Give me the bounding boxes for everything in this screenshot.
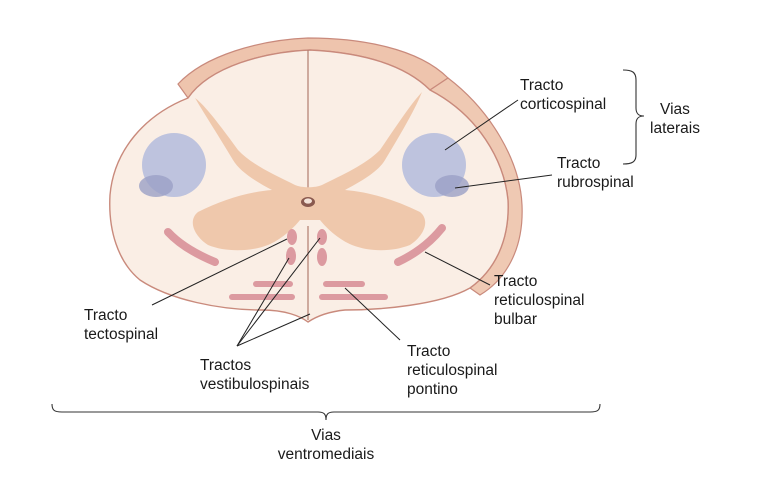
label-tectospinal: Tracto tectospinal (84, 306, 158, 344)
label-corticospinal-line2: corticospinal (520, 96, 607, 113)
leader-reticulo-bulbar (424, 251, 491, 286)
label-corticospinal: Tracto corticospinal (520, 76, 606, 114)
leader-tectospinal (151, 238, 288, 306)
reticulospinal-bulbar-tract-right (394, 224, 446, 266)
reticulospinal-bulbar-tract-left (164, 228, 219, 266)
label-reticulo-pontino-line2: reticulospinal (407, 362, 498, 379)
label-reticulo-pontino-line1: Tracto (407, 343, 451, 360)
leader-rubrospinal (454, 174, 553, 189)
brace-ventromediais (51, 403, 601, 421)
label-reticulo-bulbar-line1: Tracto (494, 273, 538, 290)
tectospinal-tract-left (287, 229, 297, 245)
label-ventromediais-line2: ventromediais (277, 446, 375, 463)
leader-vestibulo-2 (236, 237, 321, 347)
rubrospinal-tract-right (435, 175, 469, 197)
label-reticulospinal-pontino: Tracto reticulospinal pontino (407, 342, 497, 399)
rubrospinal-tract-left (139, 175, 173, 197)
leader-corticospinal (444, 99, 519, 151)
label-vias-ventromediais: Vias ventromediais (276, 426, 376, 464)
label-reticulo-bulbar-line2: reticulospinal (494, 292, 585, 309)
label-vestibulo-line1: Tractos (200, 357, 252, 374)
label-reticulo-pontino-line3: pontino (407, 381, 458, 398)
label-vias-laterais: Vias laterais (650, 100, 700, 138)
vestibulospinal-tract-left (286, 247, 296, 265)
label-vestibulospinais: Tractos vestibulospinais (200, 356, 309, 394)
gray-matter (192, 92, 426, 251)
leader-vestibulo-1 (236, 257, 290, 347)
label-tectospinal-line2: tectospinal (84, 326, 159, 343)
label-tectospinal-line1: Tracto (84, 307, 128, 324)
label-reticulo-bulbar-line3: bulbar (494, 311, 538, 328)
vestibulospinal-tract-right (317, 248, 327, 266)
label-reticulospinal-bulbar: Tracto reticulospinal bulbar (494, 272, 584, 329)
label-laterais-line1: Vias (660, 101, 690, 118)
label-laterais-line2: laterais (650, 120, 700, 137)
label-corticospinal-line1: Tracto (520, 77, 564, 94)
label-rubrospinal-line2: rubrospinal (557, 174, 634, 191)
tectospinal-tract-right (317, 229, 327, 245)
label-rubrospinal-line1: Tracto (557, 155, 601, 172)
brace-laterais (622, 69, 645, 165)
label-vestibulo-line2: vestibulospinais (200, 376, 310, 393)
central-canal-lumen (304, 198, 312, 204)
label-rubrospinal: Tracto rubrospinal (557, 154, 634, 192)
leader-vestibulo-3 (236, 313, 311, 347)
label-ventromediais-line1: Vias (311, 427, 341, 444)
leader-reticulo-pontino (344, 287, 401, 341)
